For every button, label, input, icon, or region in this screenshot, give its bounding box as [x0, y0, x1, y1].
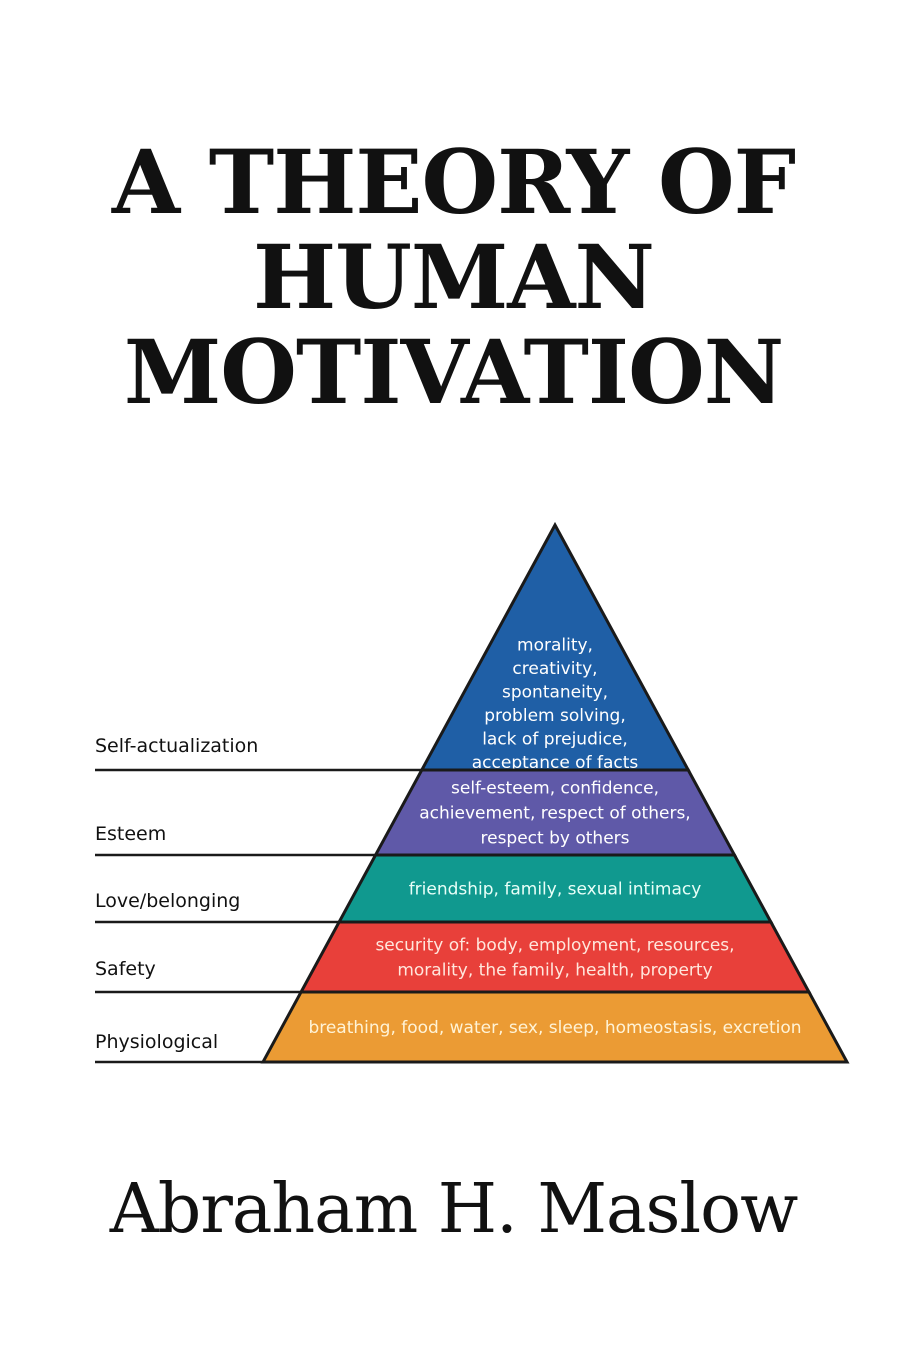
level-description-line: achievement, respect of others,	[419, 804, 690, 824]
level-description-line: self-esteem, confidence,	[451, 779, 659, 799]
title-line: HUMAN	[252, 225, 655, 329]
level-description-line: problem solving,	[484, 706, 625, 726]
level-label: Esteem	[95, 823, 166, 845]
level-description-line: morality, the family, health, property	[397, 961, 712, 981]
level-label: Love/belonging	[95, 890, 240, 912]
level-description-line: friendship, family, sexual intimacy	[409, 880, 702, 900]
book-title: A THEORY OF HUMAN MOTIVATION	[0, 135, 907, 420]
pyramid-level-3	[298, 920, 812, 994]
level-description-line: spontaneity,	[502, 682, 608, 702]
title-line: A THEORY OF	[111, 130, 796, 234]
level-label: Self-actualization	[95, 735, 258, 757]
level-description-line: acceptance of facts	[472, 753, 639, 773]
level-label: Physiological	[95, 1031, 218, 1053]
level-description-line: morality,	[517, 635, 593, 655]
level-description-line: creativity,	[512, 659, 597, 679]
level-description-line: lack of prejudice,	[482, 729, 628, 749]
level-description-line: respect by others	[481, 829, 630, 849]
author-name: Abraham H. Maslow	[109, 1170, 799, 1249]
title-line: MOTIVATION	[123, 320, 784, 424]
level-description-line: security of: body, employment, resources…	[375, 936, 734, 956]
pyramid-level-4	[260, 990, 850, 1064]
level-description-line: breathing, food, water, sex, sleep, home…	[308, 1018, 801, 1038]
level-label: Safety	[95, 958, 156, 980]
